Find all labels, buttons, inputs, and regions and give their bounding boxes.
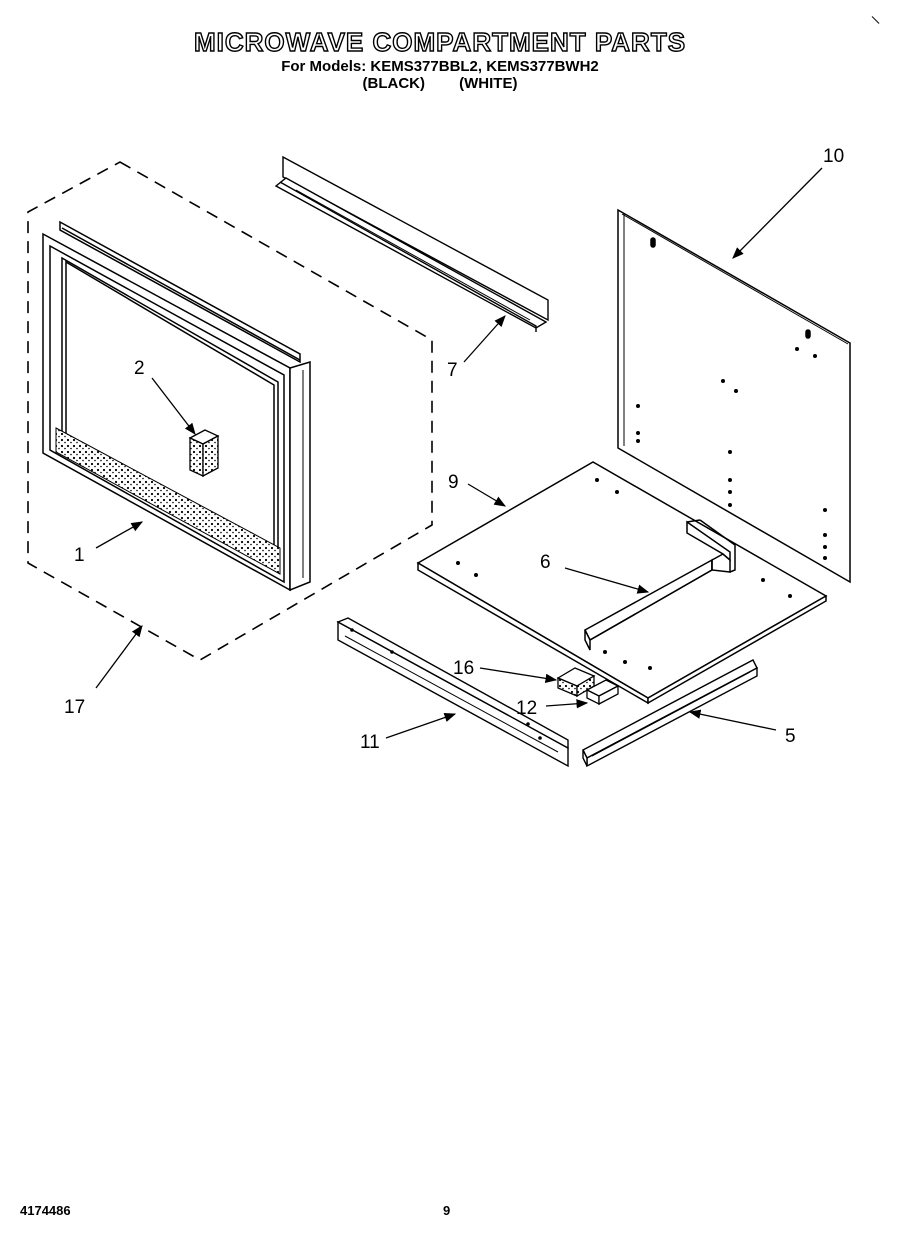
callout-leaders	[95, 167, 823, 739]
part-7-top-rail	[274, 155, 549, 332]
model-numbers: For Models: KEMS377BBL2, KEMS377BWH2	[281, 58, 599, 75]
part-9-bottom-panel	[416, 461, 828, 705]
callout-2: 2	[134, 358, 145, 379]
callout-12: 12	[516, 698, 537, 719]
part-10-back-panel	[617, 208, 851, 584]
part-2-foam-block	[188, 429, 220, 478]
callout-7: 7	[447, 360, 458, 381]
part-16-foam-pad	[556, 667, 596, 698]
page-number: 9	[443, 1203, 451, 1218]
callout-17: 17	[64, 697, 85, 718]
page-header: MICROWAVE COMPARTMENT PARTS For Models: …	[0, 27, 880, 92]
callout-1: 1	[74, 545, 85, 566]
page-title: MICROWAVE COMPARTMENT PARTS	[193, 27, 687, 57]
part-1-door-frame	[42, 220, 311, 592]
callout-11: 11	[360, 732, 380, 753]
callout-5: 5	[785, 726, 796, 747]
variant-white: (WHITE)	[459, 75, 518, 92]
callout-10: 10	[823, 146, 844, 167]
callout-16: 16	[453, 658, 474, 679]
part-12-small-bracket	[585, 679, 620, 706]
part-6-l-bracket	[584, 519, 736, 651]
part-11-side-rail	[336, 617, 569, 768]
document-number: 4174486	[20, 1203, 71, 1218]
callout-9: 9	[448, 472, 459, 493]
part-5-side-rail	[582, 659, 758, 768]
variant-black: (BLACK)	[362, 75, 425, 92]
part-17-door-assembly-outline	[27, 161, 433, 661]
callout-6: 6	[540, 552, 551, 573]
model-variants: (BLACK) (WHITE)	[0, 75, 880, 92]
